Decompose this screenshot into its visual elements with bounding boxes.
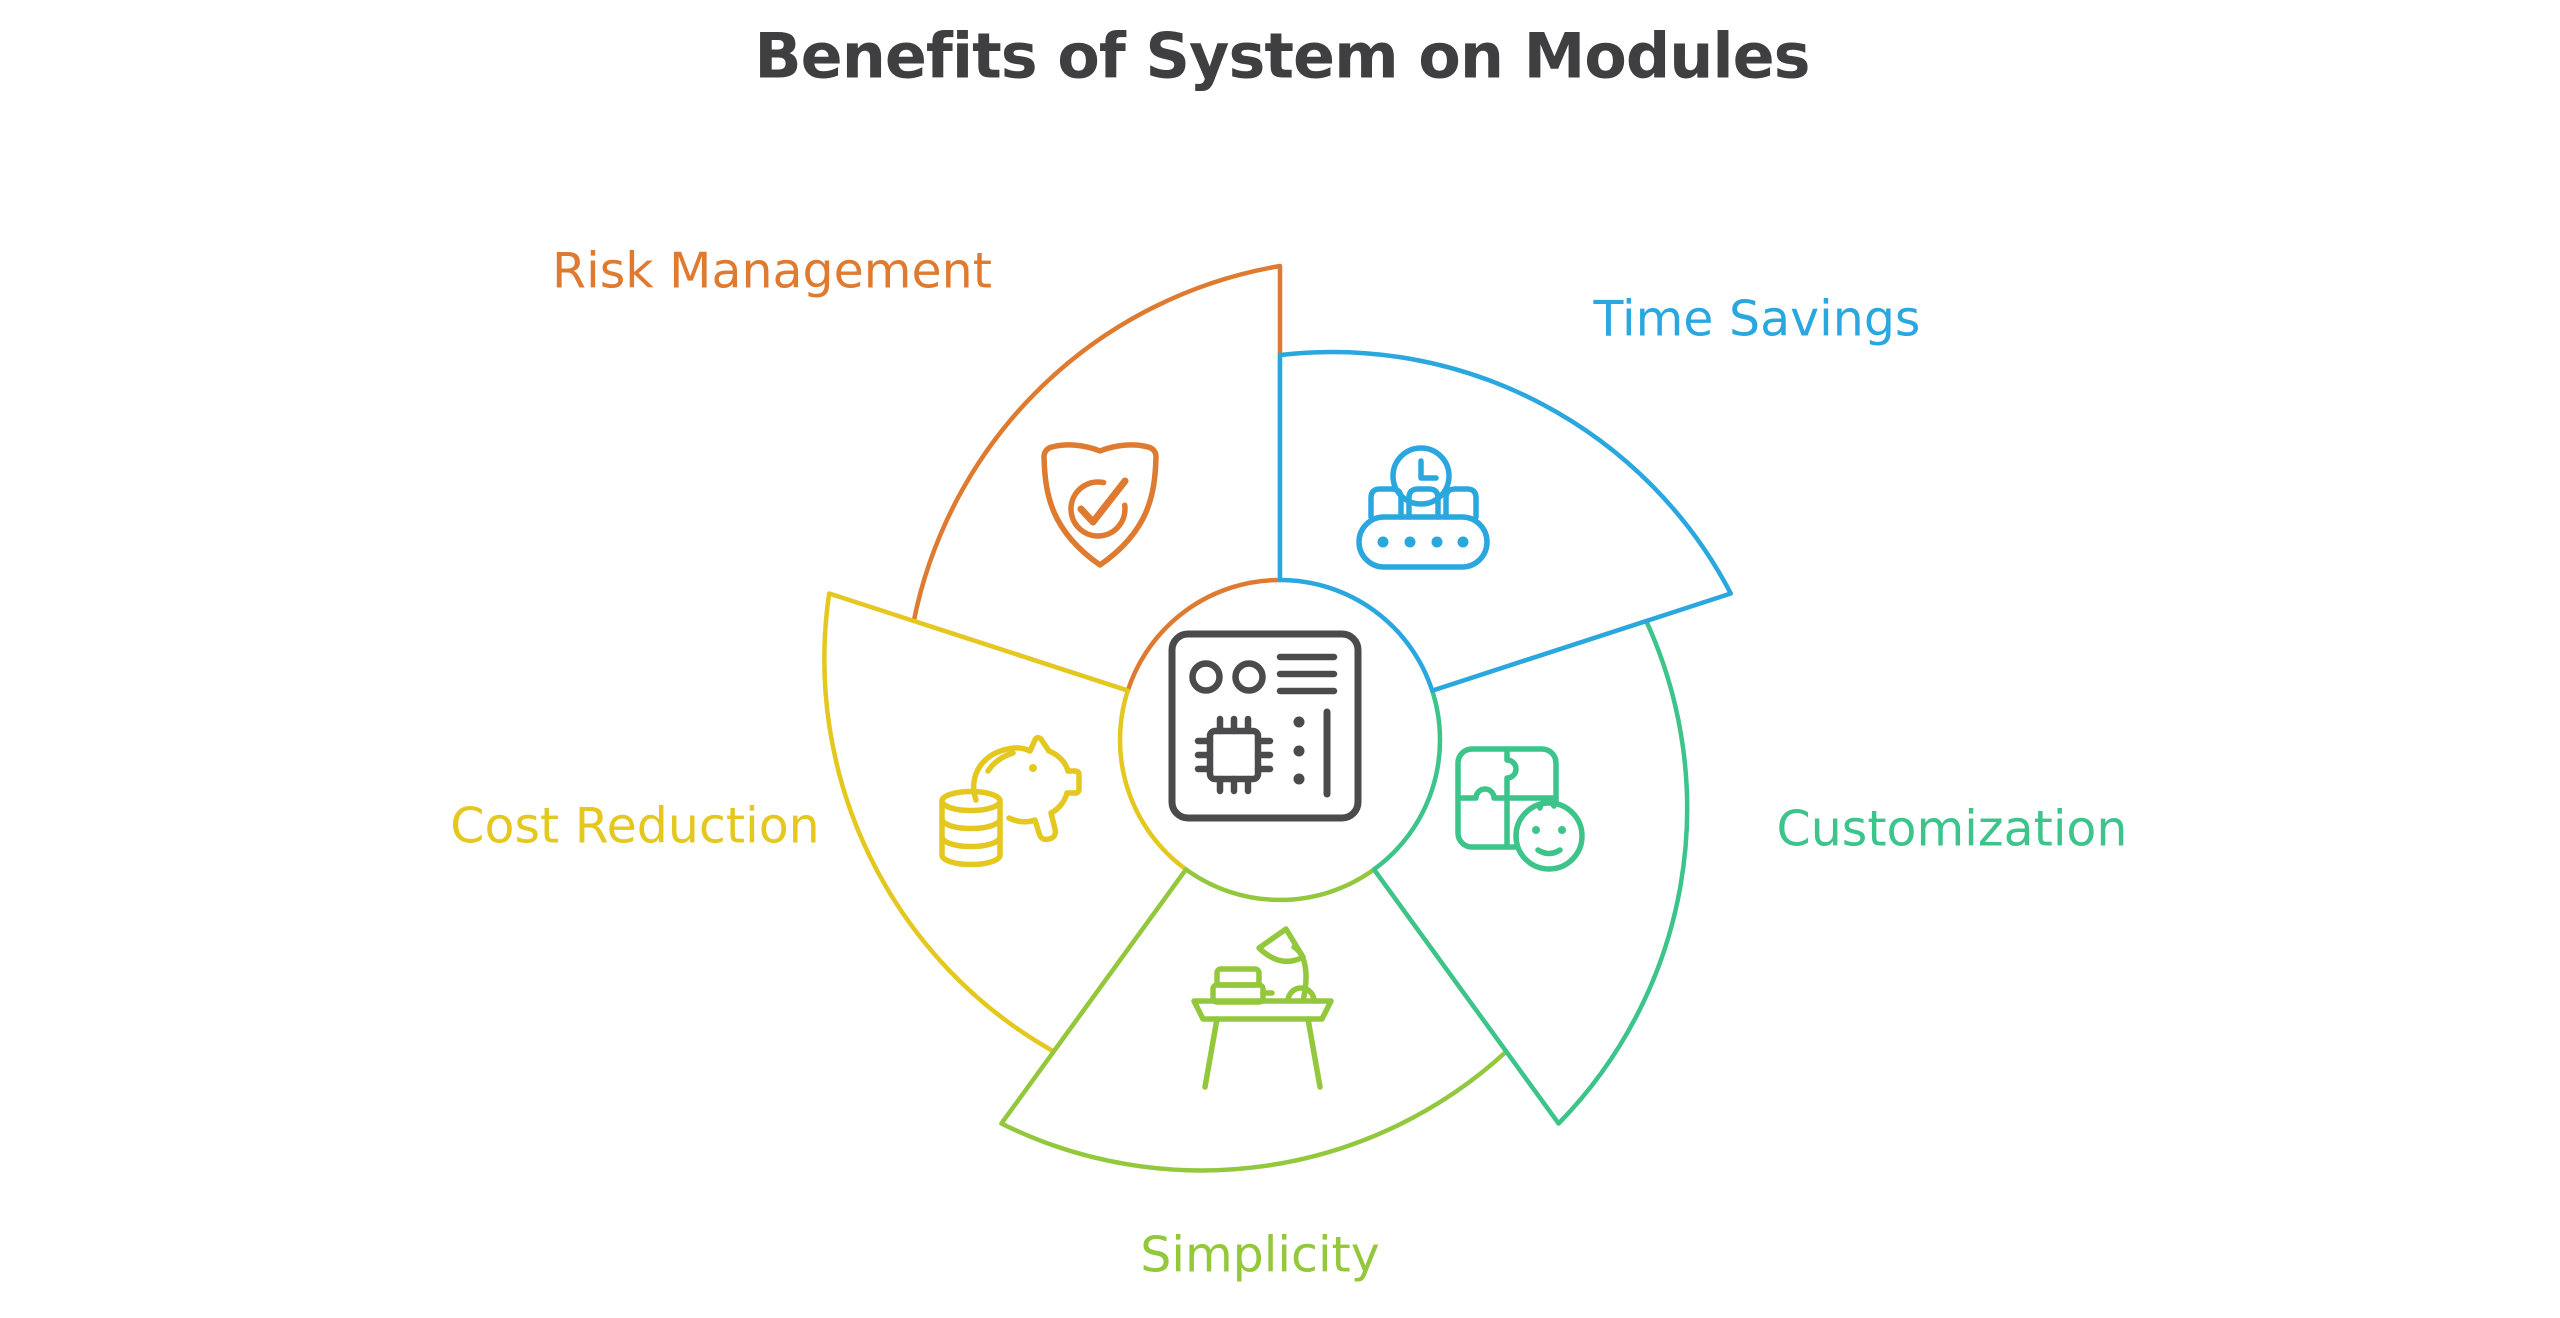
segment-label-customization: Customization: [1776, 800, 2128, 858]
segment-blades: [822, 263, 1734, 1173]
segment-blade-risk-management: [911, 263, 1283, 693]
puzzle-smiley-icon: [1455, 746, 1585, 872]
shield-check-icon: [1041, 442, 1159, 568]
segment-label-simplicity: Simplicity: [1140, 1226, 1380, 1284]
segment-blade-cost-reduction: [822, 591, 1189, 1054]
segment-blade-time-savings: [1277, 349, 1734, 693]
piggy-bank-coins-icon: [939, 734, 1082, 868]
system-on-module-board-icon: [1168, 630, 1362, 822]
diagram-title: Benefits of System on Modules: [754, 19, 1810, 93]
desk-lamp-books-icon: [1191, 926, 1334, 1090]
segment-blade-customization: [1371, 618, 1690, 1126]
segment-label-cost-reduction: Cost Reduction: [450, 797, 820, 855]
segment-label-risk-management: Risk Management: [552, 242, 992, 300]
clock-conveyor-icon: [1356, 445, 1490, 570]
segment-label-time-savings: Time Savings: [1593, 290, 1921, 348]
